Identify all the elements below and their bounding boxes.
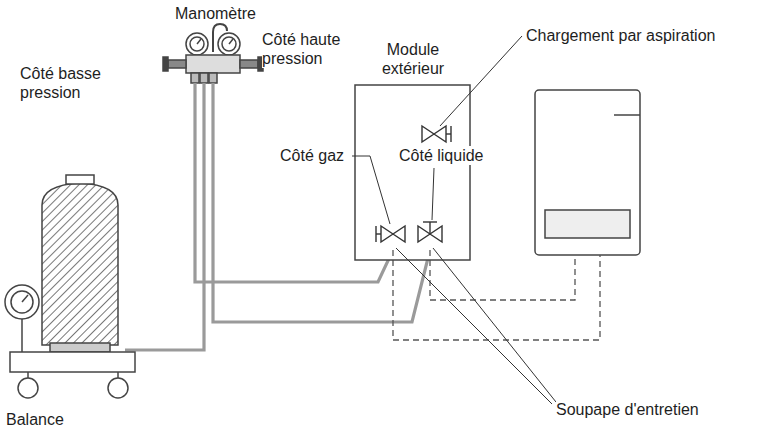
module-heading: Module extérieur <box>372 40 454 78</box>
manifold-gauge <box>163 24 263 83</box>
gauge-title: Manomètre <box>175 4 256 23</box>
balance-scale <box>5 175 135 398</box>
service-valve-label: Soupape d'entretien <box>556 400 699 419</box>
scale-label: Balance <box>6 410 64 429</box>
indoor-unit <box>535 90 640 255</box>
outdoor-module: Module extérieurCôté liquide <box>355 40 470 260</box>
low-side-label: Côté basse pression <box>20 64 120 102</box>
valve-symbols <box>376 126 451 242</box>
high-side-label: Côté haute pression <box>262 30 362 68</box>
gas-side-label: Côté gaz <box>280 146 344 165</box>
port-label: Côté liquide <box>399 146 484 165</box>
charging-port-label: Chargement par aspiration <box>526 26 715 45</box>
outdoor-module-outline <box>355 85 470 260</box>
refrigerant-pipes <box>393 250 600 340</box>
pipes-inside <box>393 250 430 260</box>
leader-lines <box>352 36 556 404</box>
